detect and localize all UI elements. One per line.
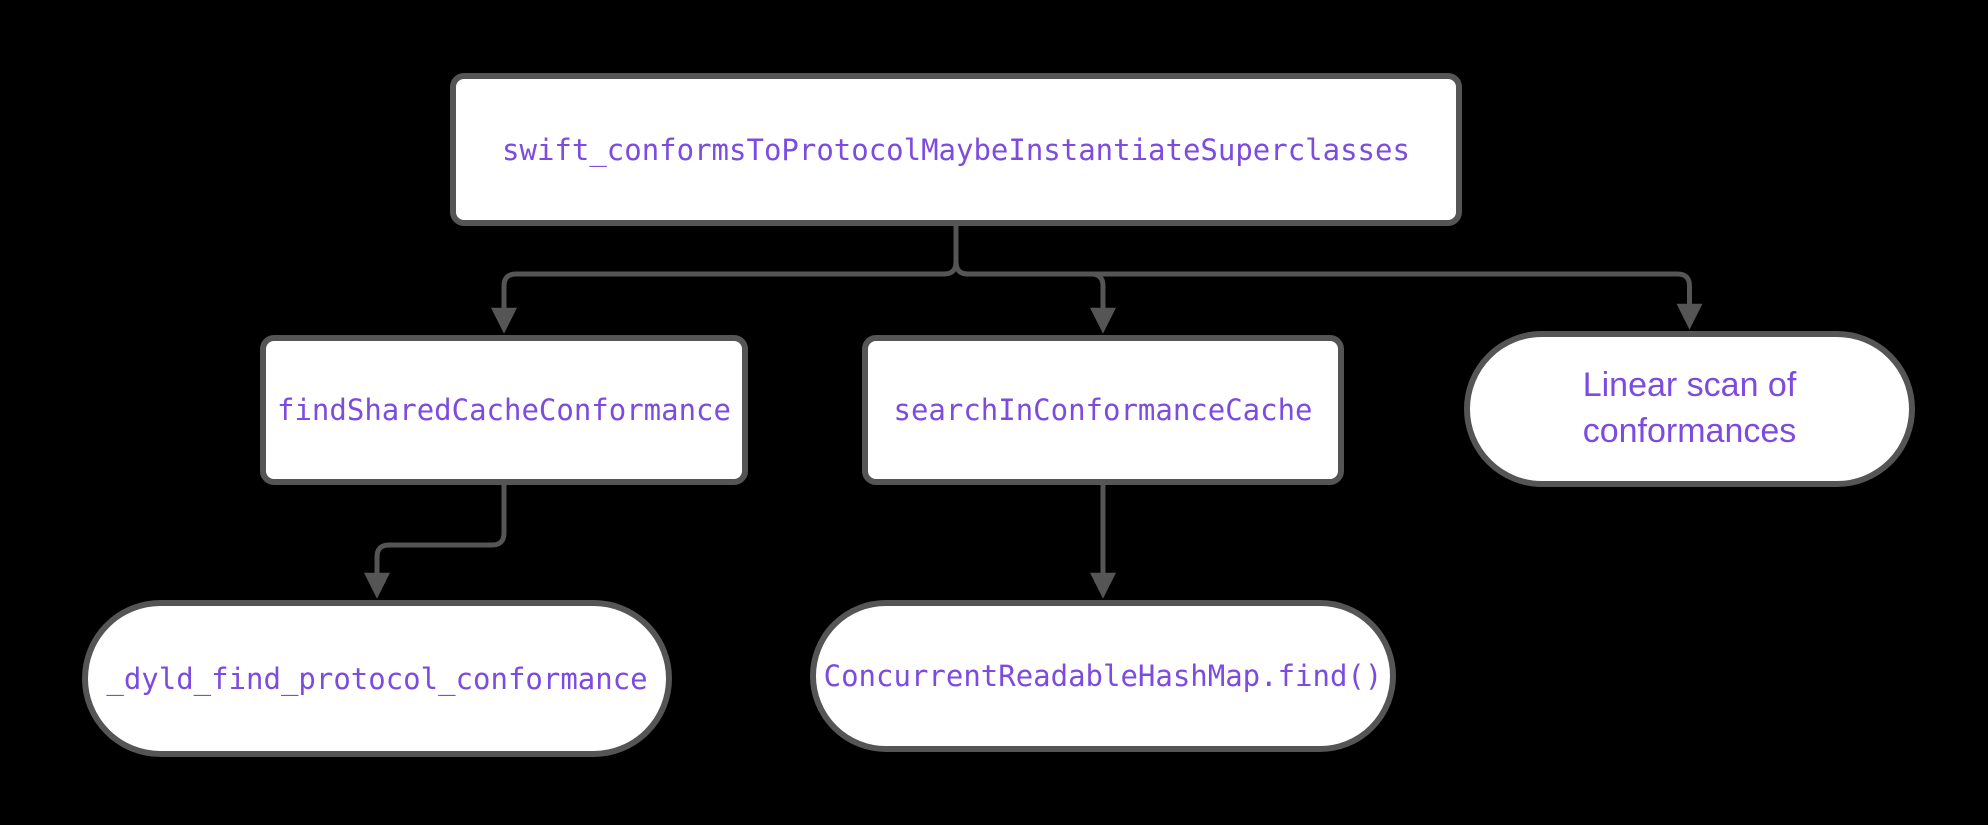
node-search-in-conformance-cache: searchInConformanceCache <box>862 335 1344 485</box>
node-label: swift_conformsToProtocolMaybeInstantiate… <box>502 132 1410 167</box>
node-dyld-find-protocol-conformance: _dyld_find_protocol_conformance <box>82 600 672 757</box>
edge-root-to-find <box>491 226 959 334</box>
node-concurrent-readable-hashmap-find: ConcurrentReadableHashMap.find() <box>810 600 1396 752</box>
node-label: _dyld_find_protocol_conformance <box>106 661 648 696</box>
node-label: ConcurrentReadableHashMap.find() <box>823 659 1383 693</box>
node-swift-conforms-to-protocol-maybe-instantiate-superclasses: swift_conformsToProtocolMaybeInstantiate… <box>450 73 1462 226</box>
node-find-shared-cache-conformance: findSharedCacheConformance <box>260 335 748 485</box>
node-label: searchInConformanceCache <box>893 393 1313 427</box>
node-label: Linear scan of conformances <box>1582 366 1797 450</box>
edge-root-to-search <box>953 226 1116 334</box>
node-label: findSharedCacheConformance <box>277 393 731 427</box>
edge-root-to-linear <box>953 226 1703 330</box>
edge-find-to-dyld <box>364 485 507 599</box>
node-linear-scan-of-conformances: Linear scan of conformances <box>1464 331 1915 487</box>
